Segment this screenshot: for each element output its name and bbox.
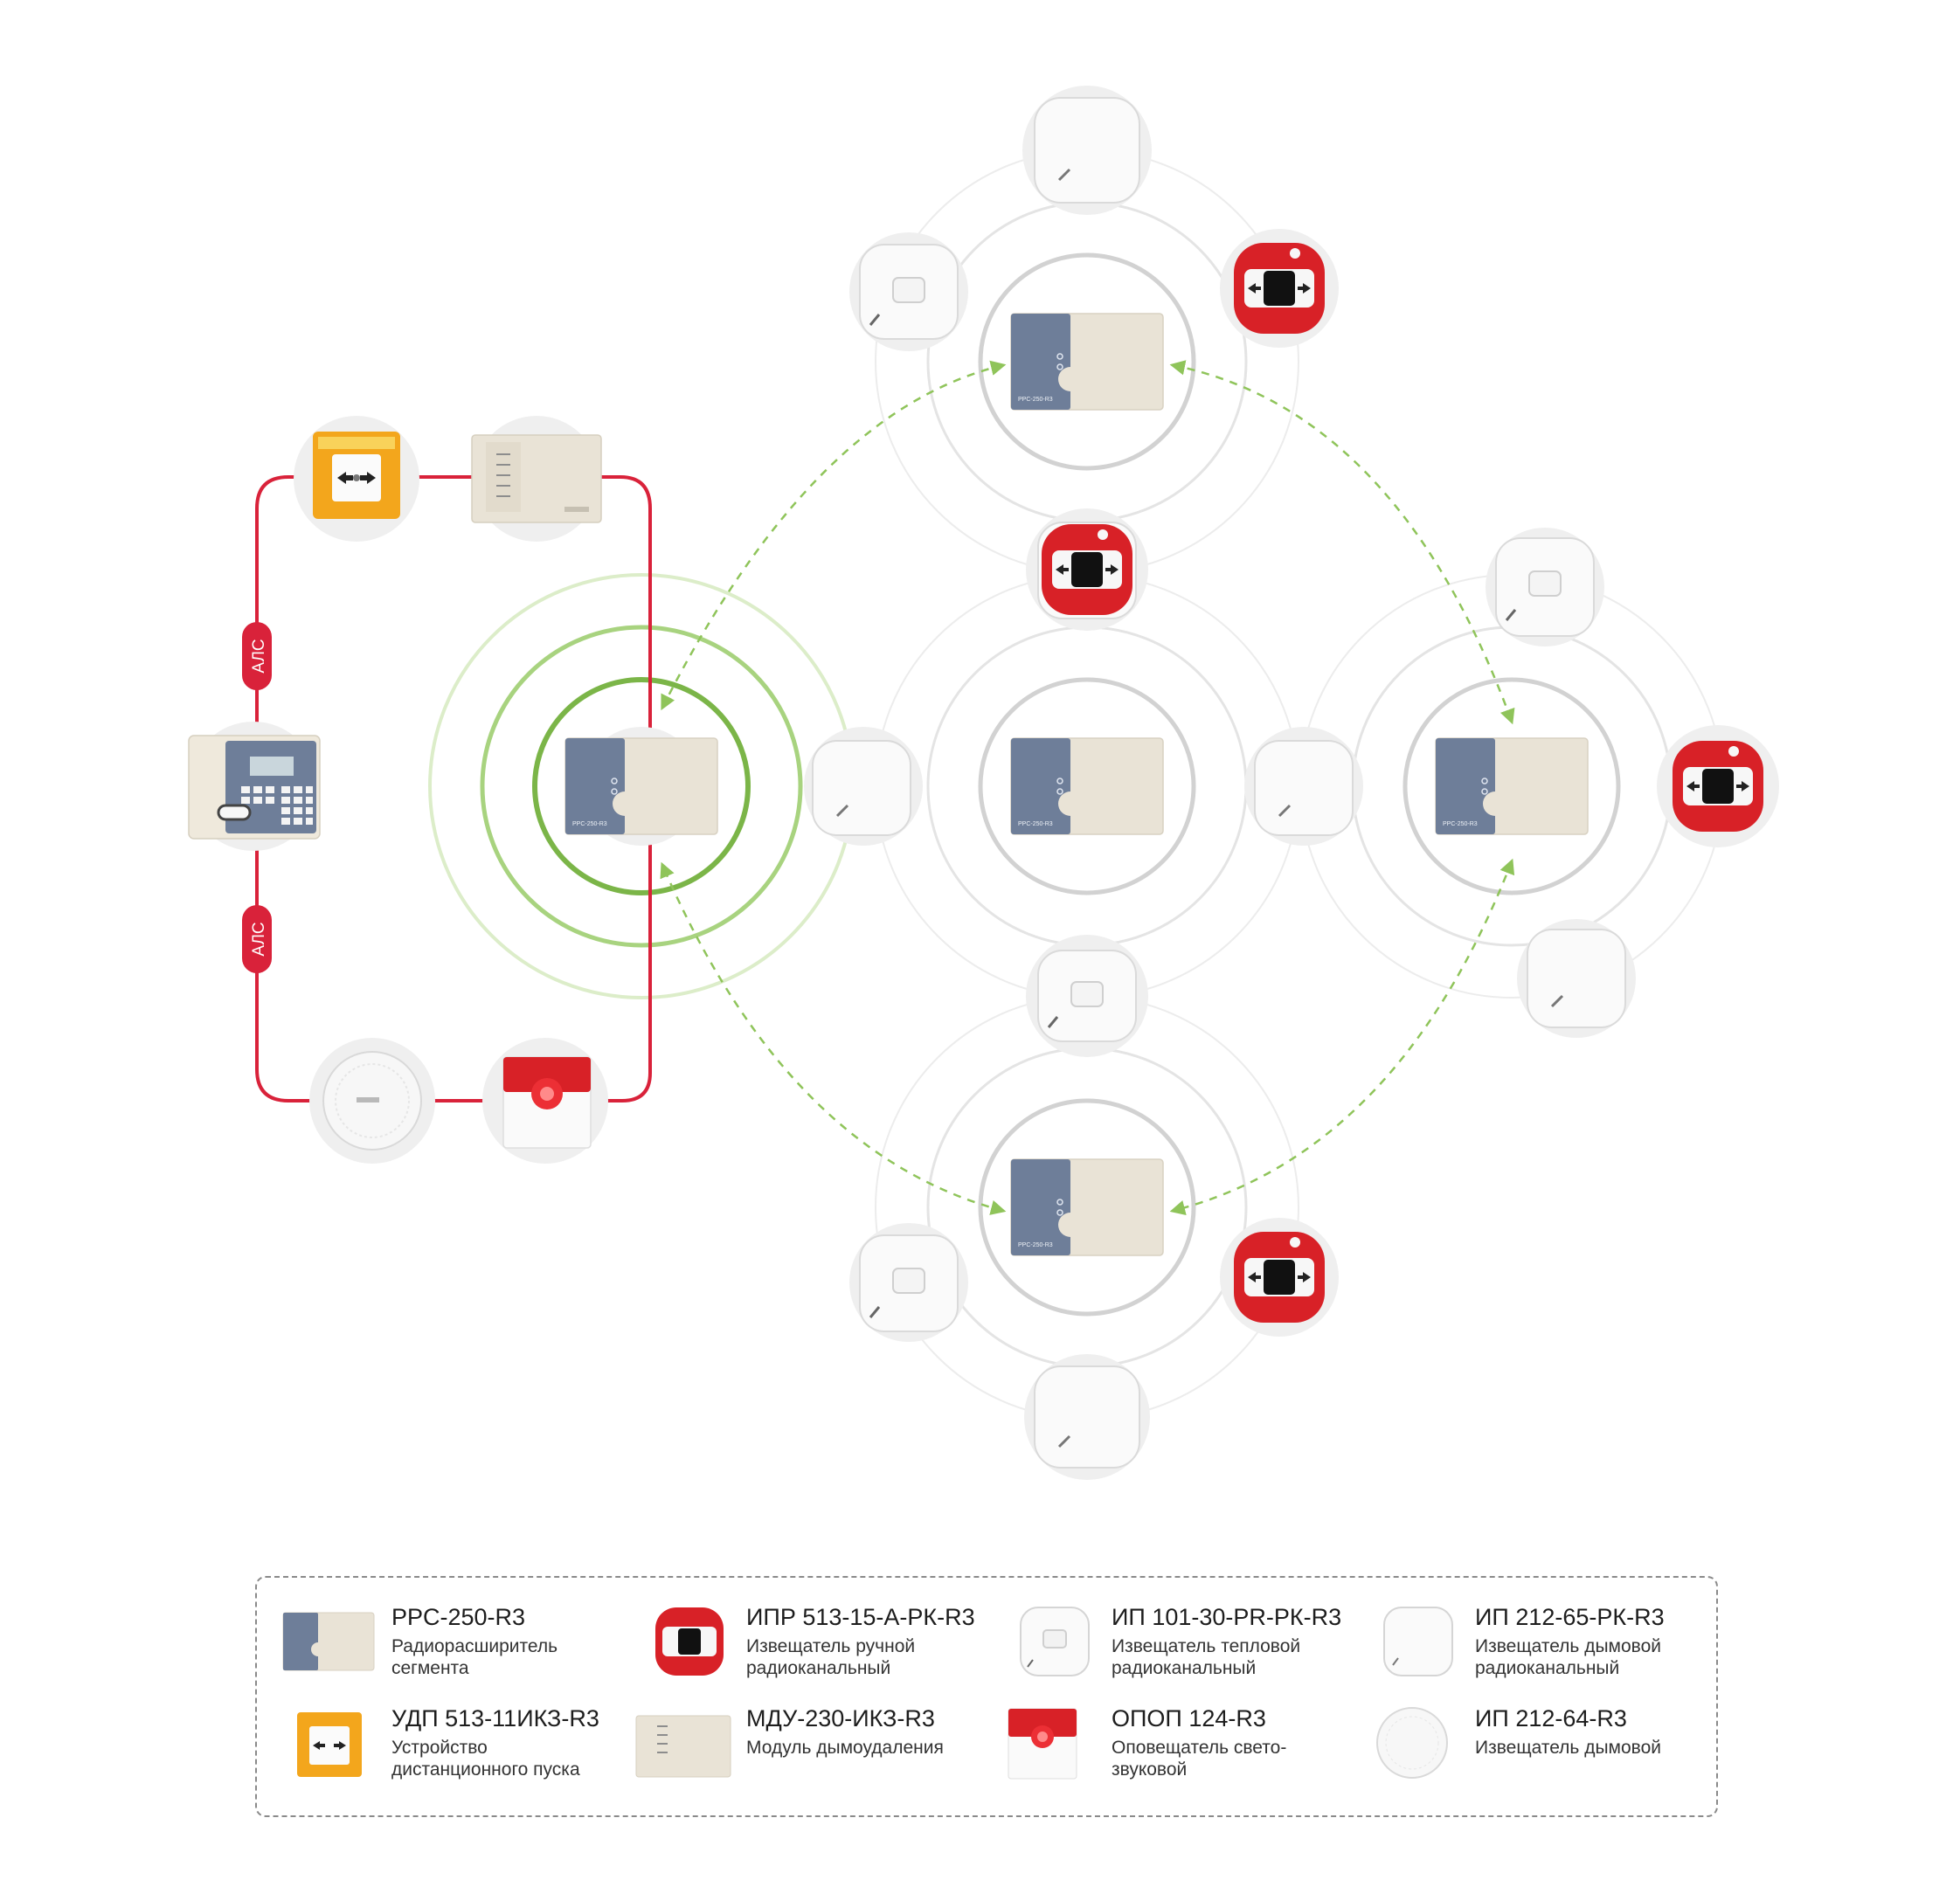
rrs-module-label: PPC-250-R3: [1018, 821, 1053, 827]
radio-links: [660, 360, 1515, 1215]
rrs-module: PPC-250-R3: [1010, 737, 1164, 835]
manual-call-point: [1234, 1232, 1325, 1323]
legend-item-title: ИП 212-65-РК-R3: [1475, 1604, 1665, 1630]
addressable-smoke-detector: [322, 1051, 422, 1151]
rrs-module-label: PPC-250-R3: [572, 821, 607, 827]
heat-detector: [1495, 537, 1595, 637]
rrs-module: PPC-250-R3: [1010, 313, 1164, 411]
remote-start-device: [313, 432, 400, 519]
legend-item-description: Извещатель дымовой радиоканальный: [1475, 1636, 1662, 1678]
manual-call-point-icon: [634, 1604, 732, 1679]
smoke-control-module: [471, 434, 602, 523]
wireless-smoke-detector: [1527, 929, 1626, 1028]
legend-item-title: ОПОП 124-R3: [1112, 1705, 1266, 1731]
rrs-module-label: PPC-250-R3: [1018, 397, 1053, 403]
light-sound-alarm: [502, 1056, 592, 1149]
heat-detector: [859, 1234, 959, 1332]
loop-label-bottom-badge: [242, 905, 272, 973]
rrs-module: PPC-250-R3: [564, 737, 718, 835]
legend-item-title: ИПР 513-15-А-РК-R3: [746, 1604, 975, 1630]
loop-label-bottom: АЛС: [250, 922, 268, 956]
rrs-module-icon: [280, 1604, 377, 1679]
smoke-detector-icon: [1363, 1705, 1461, 1780]
light-sound-alarm-icon: [1000, 1705, 1098, 1780]
legend-item-title: PPC-250-R3: [391, 1604, 526, 1630]
smoke-control-module-icon: [634, 1705, 732, 1780]
heat-detector: [859, 244, 959, 340]
legend-item-description: Модуль дымоудаления: [746, 1738, 944, 1758]
legend-item-title: МДУ-230-ИКЗ-R3: [746, 1705, 935, 1731]
rrs-module-label: PPC-250-R3: [1443, 821, 1478, 827]
rrs-module-label: PPC-250-R3: [1018, 1242, 1053, 1248]
wireless-smoke-detector: [1034, 97, 1140, 204]
legend-item-description: Извещатель дымовой: [1475, 1738, 1662, 1758]
wireless-smoke-detector-icon: [1363, 1604, 1461, 1679]
rrs-module: PPC-250-R3: [1435, 737, 1589, 835]
wireless-smoke-detector: [1034, 1365, 1140, 1469]
legend-item-title: ИП 101-30-PR-РК-R3: [1112, 1604, 1342, 1630]
heat-detector-icon: [1000, 1604, 1098, 1679]
wireless-smoke-detector: [812, 740, 911, 836]
control-panel: [188, 735, 321, 840]
legend-item-description: Устройство дистанционного пуска: [391, 1738, 580, 1780]
manual-call-point: [1234, 243, 1325, 334]
loop-label-top: АЛС: [250, 639, 268, 673]
manual-call-point: [1042, 524, 1132, 615]
legend-item-title: УДП 513-11ИКЗ-R3: [391, 1705, 599, 1731]
legend-item-description: Радиорасширитель сегмента: [391, 1636, 558, 1678]
legend-item-title: ИП 212-64-R3: [1475, 1705, 1627, 1731]
legend-item-description: Оповещатель свето- звуковой: [1112, 1738, 1287, 1780]
legend-item-description: Извещатель ручной радиоканальный: [746, 1636, 916, 1678]
heat-detector: [1037, 950, 1137, 1042]
loop-label-top-badge: [242, 622, 272, 690]
legend-item-description: Извещатель тепловой радиоканальный: [1112, 1636, 1301, 1678]
rrs-module: PPC-250-R3: [1010, 1158, 1164, 1256]
remote-start-icon: [280, 1705, 377, 1780]
wireless-smoke-detector: [1254, 740, 1354, 836]
manual-call-point: [1673, 741, 1763, 832]
